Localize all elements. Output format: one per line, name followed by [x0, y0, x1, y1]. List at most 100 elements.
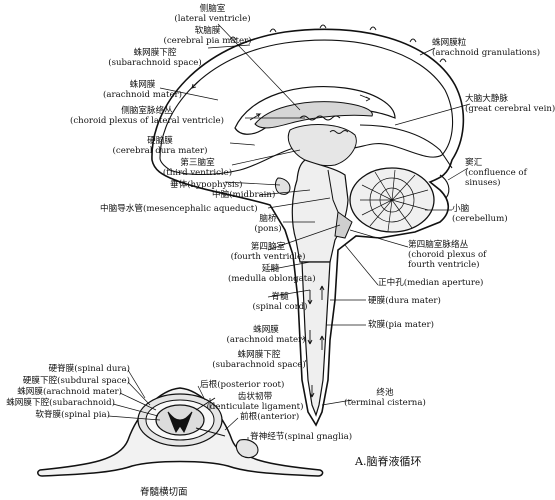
label-zh: 脑桥: [259, 214, 277, 224]
label-mesencephalic-aqueduct: 中脑导水管(mesencephalic aqueduct): [100, 204, 258, 214]
label-spinal-ganglia: 脊神经节(spinal gnaglia): [250, 432, 353, 442]
cross-section-grey-matter: [167, 411, 193, 433]
label-subarachnoid-section: 蛛网膜下腔(subarachnoid): [6, 398, 115, 408]
label-zh: 硬脑膜: [147, 136, 173, 146]
label-zh: 侧脑室脉络丛: [121, 106, 173, 116]
label-en: (cerebellum): [452, 214, 508, 225]
label-zh: 大脑大静脉: [465, 94, 508, 104]
label-arachnoid-granulations: 蛛网膜粒 (arachnoid granulations): [432, 38, 540, 58]
label-zh: 脊髓: [271, 292, 289, 302]
label-en: (spinal cord): [252, 302, 308, 313]
lateral-ventricle-shape: [254, 101, 373, 129]
label-spinal-pia: 软脊膜(spinal pia): [35, 410, 110, 420]
label-en: (arachnoid granulations): [432, 48, 541, 59]
label-zh: 软脑膜: [194, 26, 221, 36]
label-en-line2: sinuses): [465, 178, 501, 189]
label-pia-mater: 软膜(pia mater): [368, 320, 434, 330]
label-arachnoid-mater-section: 蛛网膜(arachnoid mater): [17, 387, 122, 397]
label-choroid-plexus-fourth: 第四脑室脉络丛 (choroid plexus of fourth ventri…: [408, 240, 486, 271]
confluence-shape: [439, 174, 450, 199]
label-subarachnoid-space: 蛛网膜下腔 (subarachnoid space): [100, 48, 210, 68]
thalamus-region: [287, 124, 357, 167]
aqueduct: [327, 169, 339, 213]
corpus-callosum: [234, 85, 396, 135]
label-subdural-space: 硬膜下腔(subdural space): [22, 376, 130, 386]
label-zh: 蛛网膜下腔: [237, 350, 281, 360]
label-en: (terminal cisterna): [344, 398, 426, 409]
label-confluence-of-sinuses: 窦汇 (confluence of sinuses): [465, 158, 527, 189]
cross-section-title: 脊髓横切面: [140, 487, 188, 498]
posterior-root-line: [195, 397, 216, 411]
label-cerebral-dura-mater: 硬脑膜 (cerebral dura mater): [90, 136, 230, 156]
label-en: (arachnoid mater): [102, 90, 183, 101]
hypophysis-shape: [275, 177, 291, 195]
spinal-cord-shape: [301, 261, 331, 417]
label-lateral-ventricle: 侧脑室 (lateral ventricle): [150, 4, 275, 24]
label-zh: 第三脑室: [180, 158, 215, 168]
label-en: (midbrain): [229, 190, 276, 200]
label-zh: 第四脑室: [250, 242, 286, 252]
label-en: (subarachnoid space): [108, 58, 202, 69]
label-zh: 垂体: [170, 180, 188, 190]
label-cerebellum: 小脑 (cerebellum): [452, 204, 508, 224]
label-en: (third ventricle): [162, 168, 233, 179]
label-zh: 蛛网膜: [253, 325, 279, 335]
fourth-ventricle-shape: [334, 211, 353, 239]
label-en: (dura mater): [385, 296, 441, 306]
label-en: (hypophysis): [187, 180, 243, 190]
label-en: (confluence of: [465, 168, 527, 179]
label-third-ventricle: 第三脑室 (third ventricle): [155, 158, 240, 178]
label-en: (pia mater): [385, 320, 434, 330]
label-zh: 蛛网膜下腔: [133, 48, 177, 58]
label-pons: 脑桥 (pons): [248, 214, 288, 234]
label-zh: 齿状韧带: [237, 392, 273, 402]
label-zh: 蛛网膜粒: [432, 38, 467, 48]
label-fourth-ventricle: 第四脑室 (fourth ventricle): [228, 242, 308, 262]
label-zh: 终池: [376, 388, 394, 398]
label-choroid-plexus-lateral: 侧脑室脉络丛 (choroid plexus of lateral ventri…: [52, 106, 242, 126]
label-posterior-root: 后根(posterior root): [200, 380, 285, 390]
great-cerebral-vein-shape: [359, 124, 453, 169]
label-zh: 软膜: [368, 320, 386, 330]
label-arachnoid-mater: 蛛网膜 (arachnoid mater): [95, 80, 190, 100]
label-anterior-root: 前根(anterior): [240, 412, 300, 422]
label-en: (subarachnoid space): [212, 360, 306, 371]
label-zh: 延髓: [261, 264, 280, 274]
label-zh: 蛛网膜: [129, 80, 156, 90]
label-arachnoid-mater-spine: 蛛网膜 (arachnoid mater): [225, 325, 307, 345]
choroid-plexus-lateral-shape: [299, 115, 341, 121]
anterior-root-line: [195, 427, 226, 437]
label-zh: 窦汇: [465, 158, 483, 168]
label-zh: 正中孔: [378, 278, 404, 288]
label-en: (median aperture): [403, 278, 484, 288]
figure-caption: A.脑脊液循环: [355, 455, 422, 468]
label-zh: 中脑导水管: [100, 204, 143, 214]
label-zh: 第四脑室脉络丛: [408, 240, 469, 250]
label-dura-mater: 硬膜(dura mater): [368, 296, 441, 306]
label-en: (fourth ventricle): [230, 252, 306, 263]
label-subarachnoid-space-spine: 蛛网膜下腔 (subarachnoid space): [210, 350, 308, 370]
label-terminal-cisterna: 终池 (terminal cisterna): [340, 388, 430, 408]
label-en: (cerebral pia mater): [163, 36, 252, 47]
label-great-cerebral-vein: 大脑大静脉 (great cerebral vein): [465, 94, 555, 114]
label-en: (arachnoid mater): [226, 335, 306, 346]
label-spinal-cord: 脊髓 (spinal cord): [250, 292, 310, 312]
label-zh: 侧脑室: [199, 4, 226, 14]
label-en: (mesencephalic aqueduct): [142, 204, 258, 214]
arachnoid-granulations-shapes: [229, 24, 447, 63]
label-en: (cerebral dura mater): [112, 146, 208, 157]
label-zh: 小脑: [452, 204, 470, 214]
cerebrum-surface: [159, 39, 454, 175]
brain-outer-outline: [151, 28, 465, 427]
label-en-line2: fourth ventricle): [408, 260, 480, 271]
label-en: (denticulate ligament): [206, 402, 304, 413]
label-zh: 中脑: [212, 190, 230, 200]
label-en: (pons): [254, 224, 282, 235]
label-hypophysis: 垂体(hypophysis): [170, 180, 242, 190]
label-zh: 硬膜: [368, 296, 386, 306]
label-spinal-dura: 硬脊膜(spinal dura): [48, 364, 130, 374]
label-en: (choroid plexus of: [408, 250, 487, 261]
label-midbrain: 中脑(midbrain): [212, 190, 275, 200]
